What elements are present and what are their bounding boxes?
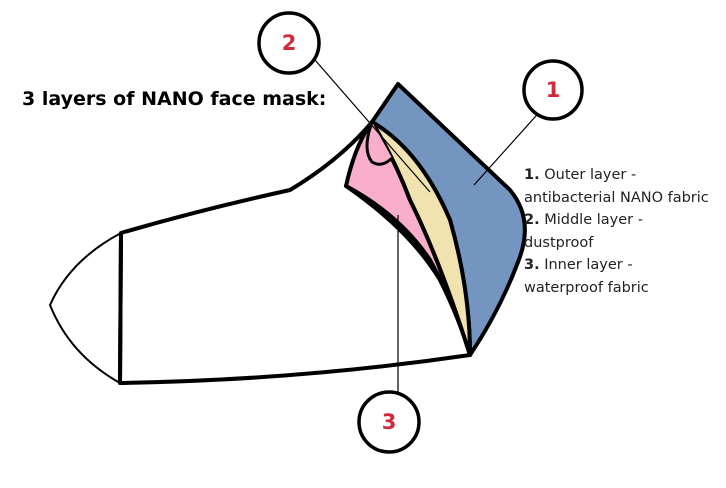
diagram-title: 3 layers of NANO face mask: [22,88,327,110]
callout-number-3: 3 [382,410,397,434]
callout-2-leader [314,59,431,193]
legend-number-1: 1. [524,167,540,183]
middle-layer [370,120,472,357]
legend-number-3: 3. [524,257,540,273]
legend-text-3a: Inner layer - [544,257,633,273]
legend-text-1a: Outer layer - [544,167,637,183]
legend-text-2a: Middle layer - [544,212,643,228]
callout-badge-2: 2 [257,11,321,75]
ear-loop [48,232,122,384]
legend-item-2: 2. Middle layer - [524,209,709,232]
legend-text-3b: waterproof fabric [524,279,649,296]
layer-legend: 1. Outer layer - antibacterial NANO fabr… [524,164,709,299]
legend-text-1b: antibacterial NANO fabric [524,189,709,206]
callout-number-2: 2 [282,31,297,55]
inner-layer-curl [365,121,394,166]
mask-seam [118,232,123,384]
legend-item-1: 1. Outer layer - [524,164,709,187]
legend-text-2b: dustproof [524,234,594,251]
mask-body [118,120,472,385]
callout-1-leader [473,106,545,186]
callout-badge-1: 1 [522,59,584,121]
callout-badge-3: 3 [357,390,421,454]
legend-item-3: 3. Inner layer - [524,254,709,277]
legend-number-2: 2. [524,212,540,228]
callout-number-1: 1 [546,78,561,102]
